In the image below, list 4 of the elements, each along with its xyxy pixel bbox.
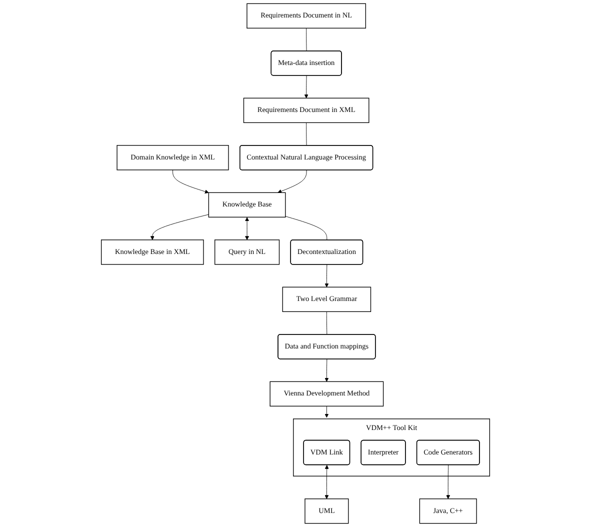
connector: [306, 28, 307, 52]
connector: [285, 216, 328, 240]
connector: [326, 311, 328, 335]
connector: [306, 122, 307, 146]
